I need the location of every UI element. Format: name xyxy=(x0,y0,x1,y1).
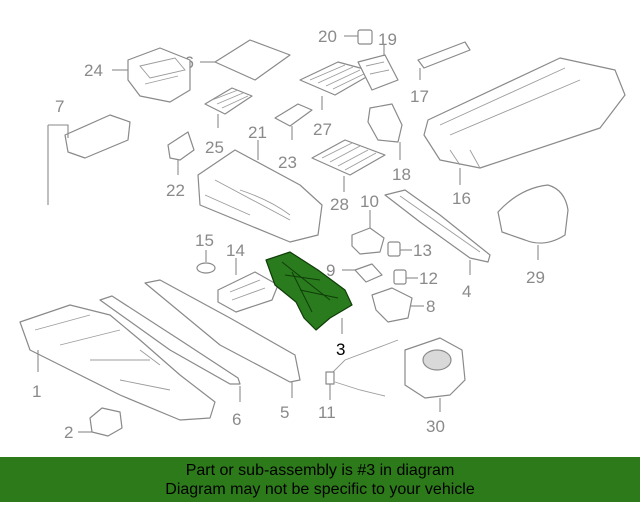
callout-16: 16 xyxy=(452,189,471,208)
part-26-mat: 26 xyxy=(175,39,291,81)
part-14-bracket: 14 xyxy=(217,241,279,313)
callout-9: 9 xyxy=(326,261,335,280)
parts-diagram: 26 24 7 25 22 23 21 xyxy=(19,27,626,442)
part-3-highlighted: 3 xyxy=(265,251,353,359)
part-7-cover: 7 xyxy=(47,97,131,205)
callout-2: 2 xyxy=(64,423,73,442)
part-29-pad: 29 xyxy=(497,184,569,287)
part-11-cable: 11 xyxy=(318,339,399,422)
part-2-bracket: 2 xyxy=(64,407,123,442)
banner-line-1: Part or sub-assembly is #3 in diagram xyxy=(185,462,455,479)
part-30-controller: 30 xyxy=(404,337,466,436)
part-5-trim: 5 xyxy=(144,279,301,422)
part-23-mat: 23 xyxy=(274,103,313,172)
part-24-bracket: 24 xyxy=(84,47,191,103)
callout-5: 5 xyxy=(280,403,289,422)
callout-6: 6 xyxy=(232,410,241,429)
callout-20: 20 xyxy=(318,27,337,46)
part-9-plate: 9 xyxy=(326,261,383,283)
part-19-switch-panel: 19 xyxy=(357,30,399,91)
callout-28: 28 xyxy=(330,195,349,214)
part-22-bracket: 22 xyxy=(166,131,195,200)
callout-30: 30 xyxy=(426,417,445,436)
callout-18: 18 xyxy=(392,165,411,184)
part-28-grille: 28 xyxy=(311,139,386,214)
callout-22: 22 xyxy=(166,181,185,200)
part-6-trim: 6 xyxy=(99,295,241,429)
part-10-cup-insert: 10 xyxy=(351,192,385,255)
part-13-clip: 13 xyxy=(387,241,432,260)
callout-12: 12 xyxy=(419,269,438,288)
callout-15: 15 xyxy=(195,231,214,250)
callout-24: 24 xyxy=(84,61,103,80)
part-25-grille: 25 xyxy=(204,87,253,157)
part-27-grille: 27 xyxy=(299,61,376,139)
callout-17: 17 xyxy=(410,87,429,106)
part-18-bracket: 18 xyxy=(367,103,411,184)
banner-line-2: Diagram may not be specific to your vehi… xyxy=(165,481,475,498)
part-1-console: 1 xyxy=(19,304,216,421)
callout-13: 13 xyxy=(413,241,432,260)
part-17-trim-strip: 17 xyxy=(410,41,471,106)
callout-3: 3 xyxy=(336,340,345,359)
callout-25: 25 xyxy=(205,138,224,157)
callout-11: 11 xyxy=(318,403,336,422)
part-20-cap: 20 xyxy=(318,27,373,46)
callout-14: 14 xyxy=(226,241,245,260)
part-8-cup-holder: 8 xyxy=(371,287,435,323)
part-4-trim: 4 xyxy=(384,189,491,301)
part-15-grommet: 15 xyxy=(195,231,216,274)
callout-29: 29 xyxy=(526,268,545,287)
callout-4: 4 xyxy=(462,282,471,301)
info-banner: Part or sub-assembly is #3 in diagram Di… xyxy=(0,457,640,502)
part-12-clip: 12 xyxy=(393,269,438,288)
callout-1: 1 xyxy=(32,382,41,401)
callout-23: 23 xyxy=(278,153,297,172)
callout-10: 10 xyxy=(360,192,379,211)
callout-21: 21 xyxy=(248,123,267,142)
callout-27: 27 xyxy=(313,120,332,139)
callout-8: 8 xyxy=(426,297,435,316)
callout-19: 19 xyxy=(378,30,397,49)
part-16-armrest: 16 xyxy=(423,57,626,208)
part-21-tray: 21 xyxy=(197,123,323,243)
callout-7: 7 xyxy=(55,97,64,116)
